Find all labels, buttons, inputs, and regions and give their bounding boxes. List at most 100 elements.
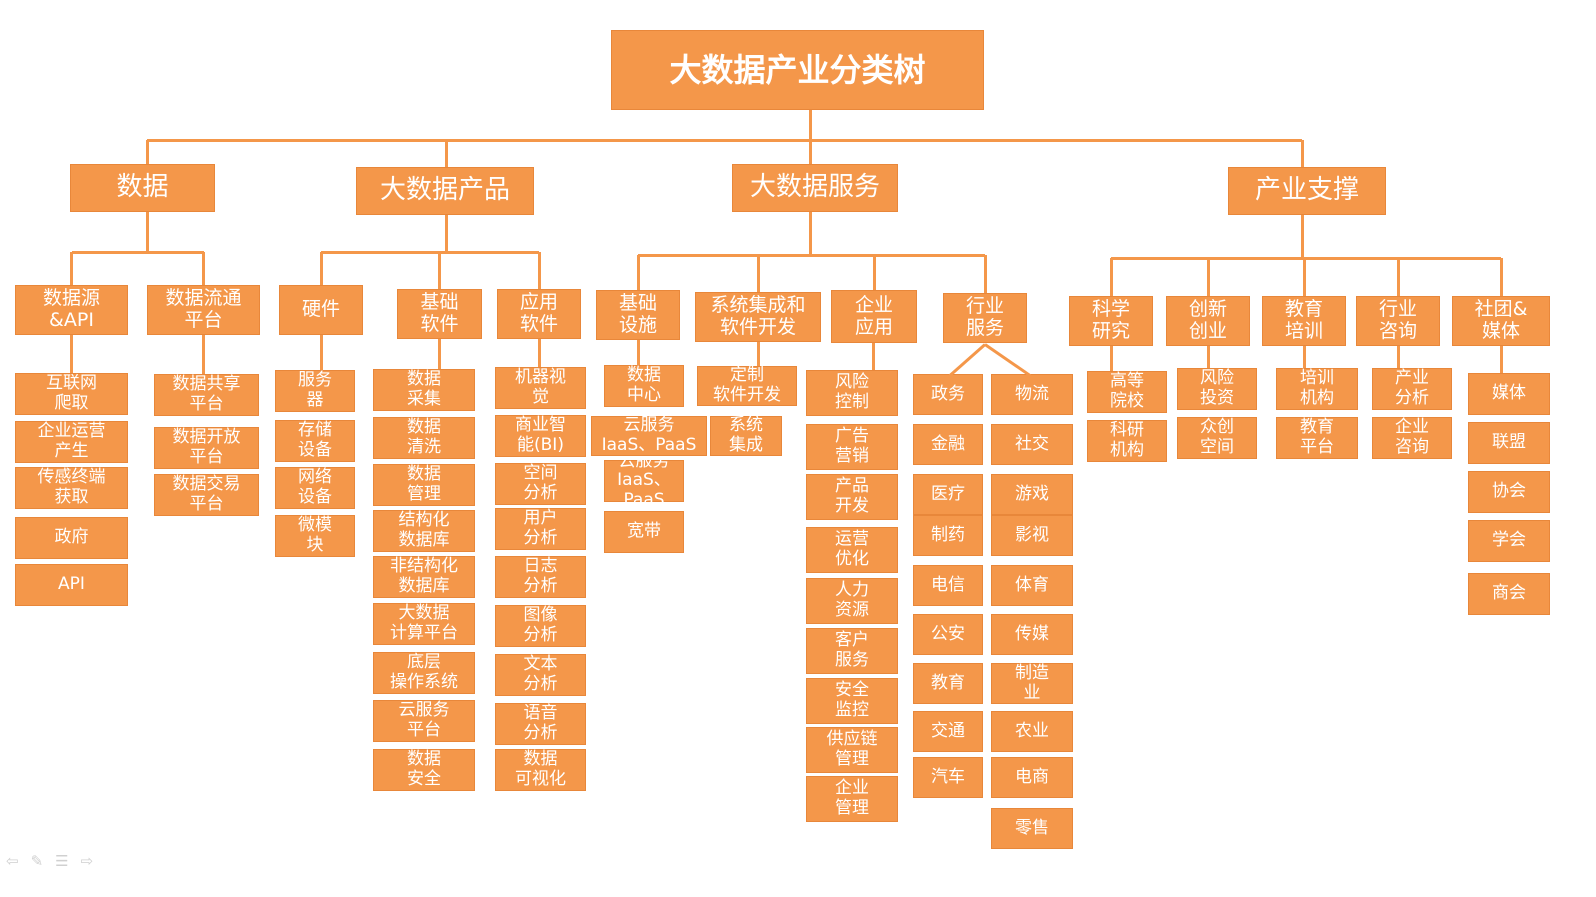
leaf-node: 存储 设备 bbox=[275, 420, 355, 462]
connector-line bbox=[1300, 215, 1304, 258]
leaf-node: 数据 中心 bbox=[604, 365, 684, 407]
subcategory-node: 基础 设施 bbox=[596, 290, 680, 340]
connector-line bbox=[1206, 346, 1210, 368]
connector-line bbox=[70, 252, 73, 285]
category-node: 大数据服务 bbox=[732, 164, 898, 212]
leaf-node: 商会 bbox=[1468, 573, 1550, 615]
category-node: 大数据产品 bbox=[356, 167, 534, 215]
category-node: 数据 bbox=[70, 164, 215, 212]
connector-line bbox=[537, 339, 541, 367]
root-title: 大数据产业分类树 bbox=[611, 30, 984, 110]
leaf-node: 政务 bbox=[913, 374, 983, 415]
subcategory-node: 基础 软件 bbox=[397, 289, 482, 339]
leaf-node: 用户 分析 bbox=[495, 508, 586, 550]
connector-line bbox=[202, 252, 205, 285]
connector-line bbox=[1206, 258, 1210, 296]
connector-line bbox=[949, 343, 986, 377]
connector-line bbox=[871, 343, 875, 370]
leaf-node: 系统 集成 bbox=[710, 416, 782, 456]
pen-icon[interactable]: ✎ bbox=[30, 852, 44, 870]
subcategory-node: 教育 培训 bbox=[1262, 296, 1346, 346]
leaf-node: 产业 分析 bbox=[1372, 368, 1452, 410]
leaf-node: 制造 业 bbox=[991, 663, 1073, 704]
leaf-node: 云服务 IaaS、PaaS bbox=[591, 416, 707, 456]
leaf-node: 零售 bbox=[991, 808, 1073, 849]
connector-line bbox=[70, 335, 73, 373]
leaf-node: 底层 操作系统 bbox=[373, 652, 475, 694]
subcategory-node: 企业 应用 bbox=[831, 290, 917, 343]
leaf-node: 教育 平台 bbox=[1276, 417, 1358, 459]
leaf-node: 科研 机构 bbox=[1087, 420, 1167, 462]
leaf-node: 体育 bbox=[991, 565, 1073, 606]
connector-line bbox=[1499, 258, 1503, 296]
arrow-left-icon[interactable]: ⇦ bbox=[6, 852, 19, 870]
leaf-node: 社交 bbox=[991, 424, 1073, 465]
connector-line bbox=[444, 140, 448, 167]
leaf-node: 语音 分析 bbox=[495, 703, 586, 745]
connector-line bbox=[808, 140, 812, 164]
leaf-node: 政府 bbox=[15, 517, 128, 559]
connector-line bbox=[808, 110, 812, 140]
subcategory-node: 社团& 媒体 bbox=[1452, 296, 1550, 346]
connector-line bbox=[1111, 256, 1501, 260]
subcategory-node: 数据源 &API bbox=[15, 285, 128, 335]
leaf-node: 客户 服务 bbox=[806, 628, 898, 674]
connector-line bbox=[1302, 346, 1306, 368]
leaf-node: 空间 分析 bbox=[495, 463, 586, 505]
leaf-node: 协会 bbox=[1468, 471, 1550, 513]
connector-line bbox=[202, 335, 205, 374]
connector-line bbox=[1302, 258, 1306, 296]
leaf-node: 风险 投资 bbox=[1177, 368, 1257, 410]
connector-line bbox=[1109, 258, 1113, 296]
leaf-node: 学会 bbox=[1468, 520, 1550, 562]
leaf-node: 高等 院校 bbox=[1087, 371, 1167, 413]
connector-line bbox=[319, 252, 323, 285]
subcategory-node: 创新 创业 bbox=[1166, 296, 1250, 346]
connector-line bbox=[444, 215, 448, 252]
leaf-node: 互联网 爬取 bbox=[15, 373, 128, 415]
subcategory-node: 科学 研究 bbox=[1069, 296, 1153, 346]
leaf-node: API bbox=[15, 564, 128, 606]
connector-line bbox=[872, 255, 876, 290]
connector-line bbox=[983, 255, 987, 293]
leaf-node: 微模 块 bbox=[275, 515, 355, 557]
leaf-node: 风险 控制 bbox=[806, 370, 898, 416]
leaf-node: 云服务 平台 bbox=[373, 700, 475, 742]
leaf-node: 数据 清洗 bbox=[373, 417, 475, 459]
connector-line bbox=[808, 212, 812, 255]
leaf-node: 制药 bbox=[913, 515, 983, 556]
leaf-node: 数据 采集 bbox=[373, 369, 475, 411]
connector-line bbox=[984, 343, 1031, 377]
leaf-node: 媒体 bbox=[1468, 373, 1550, 415]
leaf-node: 机器视 觉 bbox=[495, 367, 586, 409]
subcategory-node: 应用 软件 bbox=[497, 289, 581, 339]
leaf-node: 数据 管理 bbox=[373, 464, 475, 506]
leaf-node: 电商 bbox=[991, 757, 1073, 798]
leaf-node: 联盟 bbox=[1468, 422, 1550, 464]
subcategory-node: 系统集成和 软件开发 bbox=[695, 292, 821, 342]
menu-icon[interactable]: ☰ bbox=[55, 852, 69, 870]
leaf-node: 数据开放 平台 bbox=[154, 427, 259, 469]
connector-line bbox=[147, 138, 1302, 142]
leaf-node: 企业 咨询 bbox=[1372, 417, 1452, 459]
subcategory-node: 数据流通 平台 bbox=[147, 285, 260, 335]
connector-line bbox=[638, 253, 985, 257]
leaf-node: 服务 器 bbox=[275, 370, 355, 412]
leaf-node: 数据交易 平台 bbox=[154, 474, 259, 516]
leaf-node: 文本 分析 bbox=[495, 654, 586, 696]
leaf-node: 培训 机构 bbox=[1276, 368, 1358, 410]
leaf-node: 运营 优化 bbox=[806, 527, 898, 573]
leaf-node: 农业 bbox=[991, 711, 1073, 752]
leaf-node: 数据 安全 bbox=[373, 749, 475, 791]
leaf-node: 安全 监控 bbox=[806, 678, 898, 724]
leaf-node: 影视 bbox=[991, 515, 1073, 556]
connector-line bbox=[1396, 258, 1400, 296]
arrow-right-icon[interactable]: ⇨ bbox=[80, 852, 94, 870]
leaf-node: 众创 空间 bbox=[1177, 417, 1257, 459]
slideshow-toolbar: ⇦ ✎ ☰ ⇨ bbox=[6, 852, 93, 870]
connector-line bbox=[145, 140, 149, 164]
leaf-node: 供应链 管理 bbox=[806, 727, 898, 773]
connector-line bbox=[438, 252, 441, 289]
leaf-node: 教育 bbox=[913, 663, 983, 704]
